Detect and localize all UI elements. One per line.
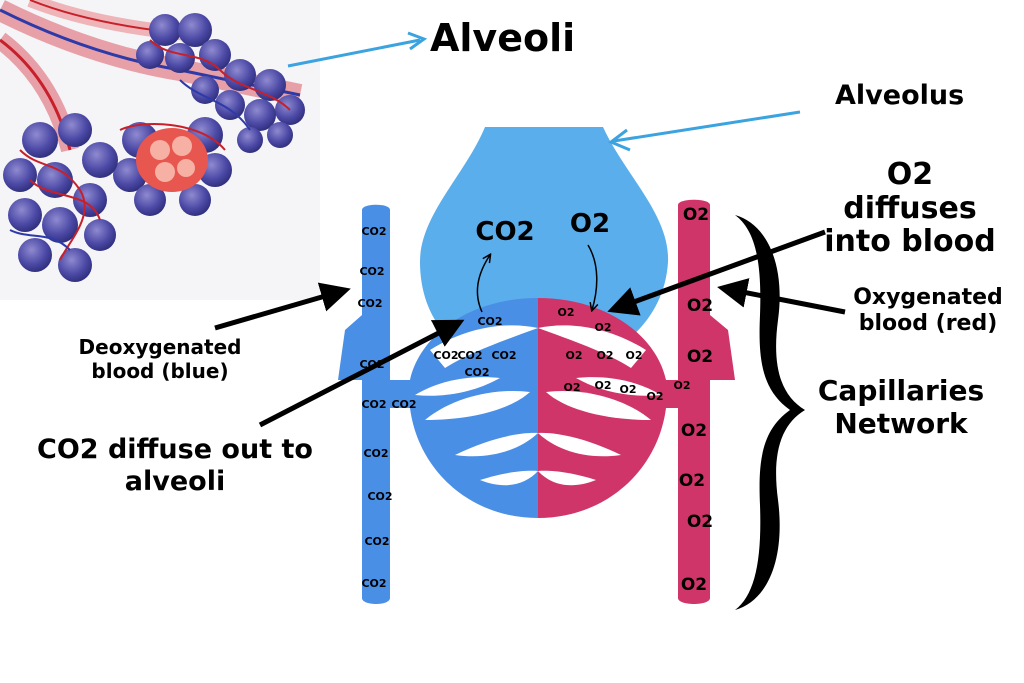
- o2-mark: O2: [594, 321, 611, 334]
- co2-mark: CO2: [357, 297, 382, 310]
- co2-mark: CO2: [359, 358, 384, 371]
- o2-mark: O2: [619, 383, 636, 396]
- co2-mark: CO2: [363, 447, 388, 460]
- alveolus-co2-label: CO2: [475, 217, 534, 247]
- alveoli-cluster-icon: [0, 0, 320, 300]
- o2-mark: O2: [557, 306, 574, 319]
- deoxygenated-blood-label: Deoxygenated blood (blue): [60, 335, 260, 383]
- o2-mark: O2: [681, 575, 707, 595]
- alveolus-label: Alveolus: [835, 80, 965, 111]
- deoxygenated-vessel: [338, 204, 390, 604]
- deoxygenated-line: Deoxygenated: [78, 335, 242, 359]
- o2-diffuses-line: into blood: [824, 224, 996, 260]
- o2-mark: O2: [687, 347, 713, 367]
- alveolus-pointer-arrow: [608, 110, 801, 152]
- oxygenated-blood-label: Oxygenated blood (red): [842, 285, 1014, 337]
- co2-mark: CO2: [361, 225, 386, 238]
- o2-entry-curve-arrow: [587, 244, 597, 310]
- co2-mark: CO2: [391, 398, 416, 411]
- co2-mark: CO2: [361, 577, 386, 590]
- oxygenated-blood-arrow: [717, 278, 846, 315]
- oxygenated-line: Oxygenated: [853, 285, 1003, 310]
- o2-mark: O2: [687, 296, 713, 316]
- oxygenated-vessel: [678, 199, 735, 604]
- co2-mark: CO2: [364, 535, 389, 548]
- co2-exit-curve-arrow: [476, 255, 490, 313]
- o2-mark: O2: [683, 205, 709, 225]
- o2-diffuses-line: diffuses: [843, 190, 977, 226]
- deoxygenated-line: blood (blue): [91, 358, 229, 383]
- o2-mark: O2: [625, 349, 642, 362]
- co2-mark: CO2: [477, 315, 502, 328]
- o2-mark: O2: [646, 390, 663, 403]
- o2-mark: O2: [673, 379, 690, 392]
- capillaries-line: Capillaries: [817, 374, 985, 407]
- oxygenated-line: blood (red): [858, 310, 998, 336]
- o2-diffuses-label: O2 diffuses into blood: [820, 158, 1000, 259]
- capillaries-network-label: Capillaries Network: [806, 374, 996, 440]
- o2-mark: O2: [563, 381, 580, 394]
- o2-mark: O2: [687, 512, 713, 532]
- co2-mark: CO2: [491, 349, 516, 362]
- co2-mark: CO2: [361, 398, 386, 411]
- o2-mark: O2: [681, 421, 707, 441]
- co2-mark: CO2: [433, 349, 458, 362]
- alveoli-title: Alveoli: [430, 16, 576, 60]
- co2-mark: CO2: [367, 490, 392, 503]
- deoxygenated-blood-arrow: [214, 282, 351, 331]
- co2-mark: CO2: [457, 349, 482, 362]
- alveolus-o2-label: O2: [570, 209, 610, 239]
- o2-mark: O2: [679, 471, 705, 491]
- o2-diffuses-arrow: [607, 229, 826, 316]
- curly-brace-icon: [735, 215, 805, 610]
- o2-mark: O2: [596, 349, 613, 362]
- capillary-network: [385, 298, 690, 518]
- co2-diffuse-line: CO2 diffuse out to: [37, 434, 313, 465]
- o2-mark: O2: [594, 379, 611, 392]
- co2-mark: CO2: [359, 265, 384, 278]
- co2-diffuse-label: CO2 diffuse out to alveoli: [20, 434, 330, 498]
- o2-mark: O2: [565, 349, 582, 362]
- co2-diffuse-line: alveoli: [124, 465, 226, 497]
- co2-diffuse-arrow: [258, 319, 465, 428]
- alveoli-pointer-arrow: [287, 31, 428, 68]
- co2-mark: CO2: [464, 366, 489, 379]
- capillaries-line: Network: [834, 407, 968, 441]
- o2-diffuses-line: O2: [886, 157, 934, 192]
